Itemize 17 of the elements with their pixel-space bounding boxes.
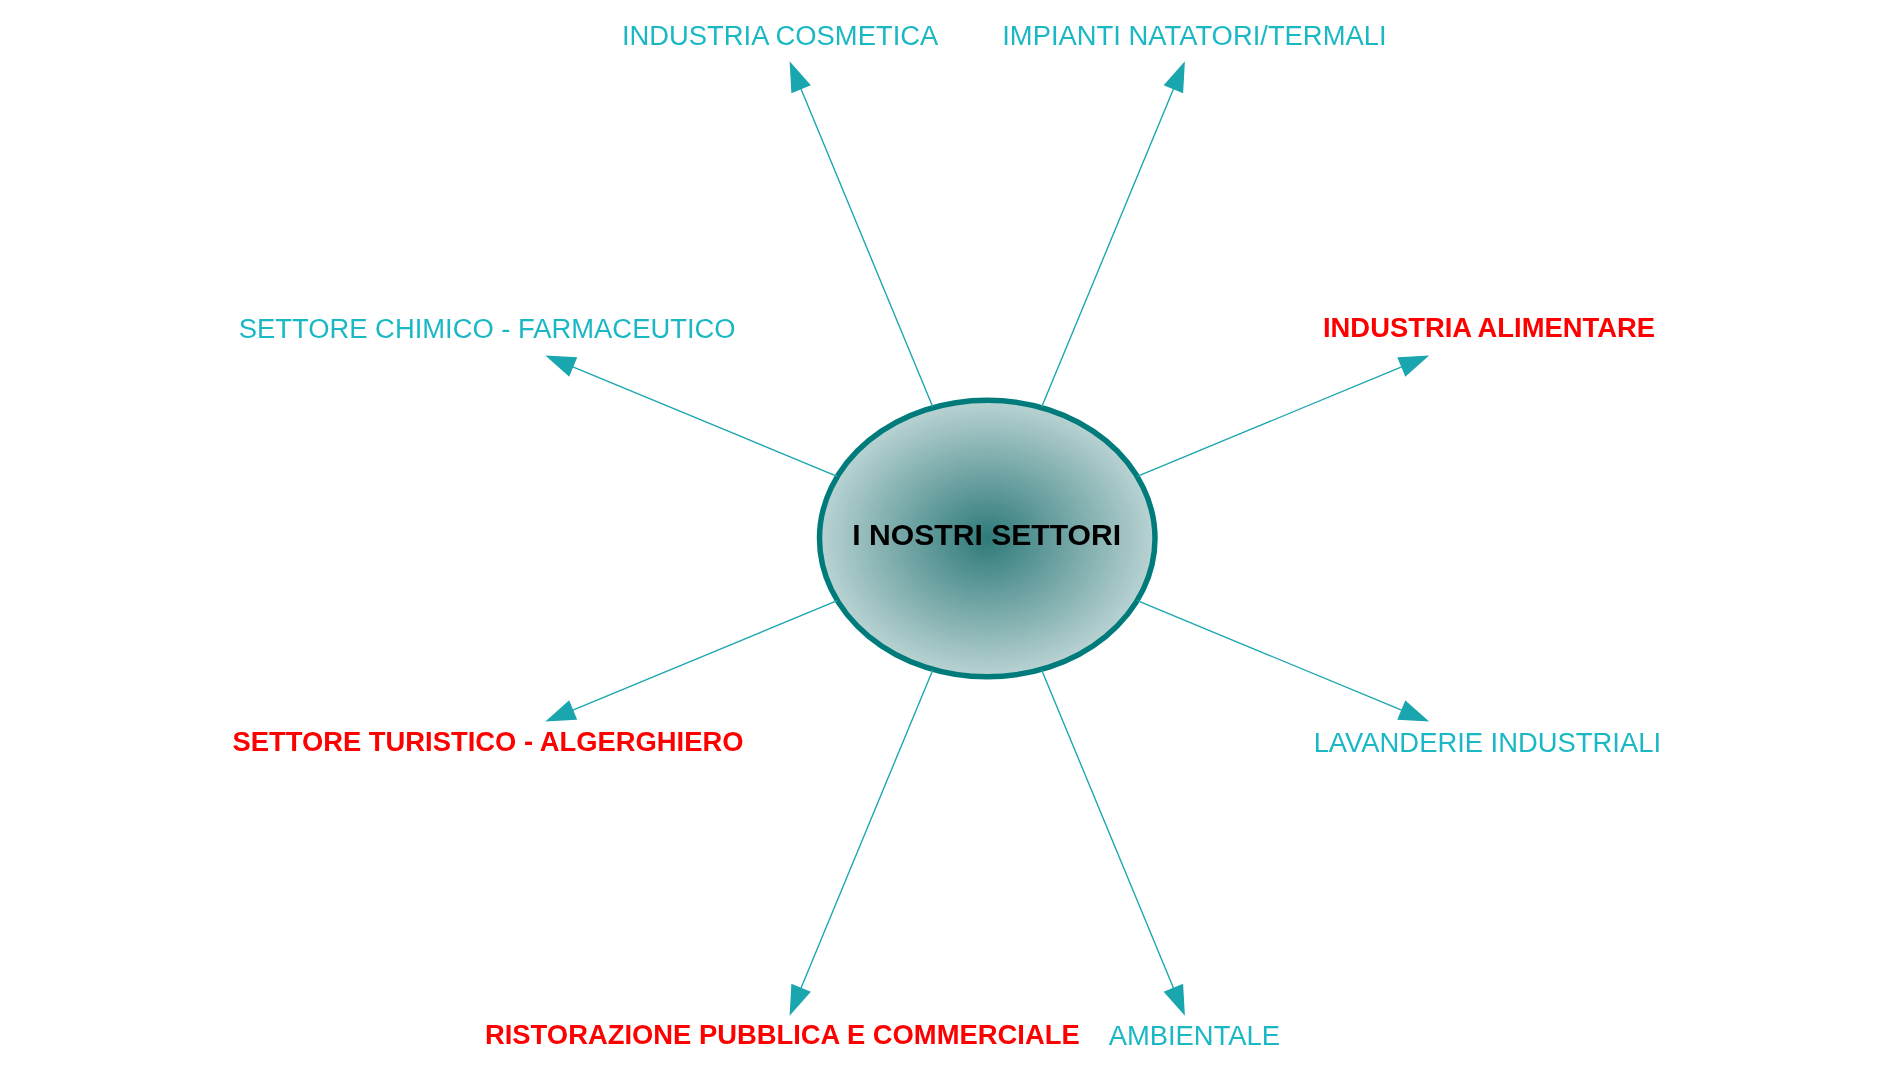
node-text: INDUSTRIA ALIMENTARE [1322, 311, 1655, 343]
node-ellipse: I NOSTRI SETTORI [816, 397, 1158, 680]
node-text: AMBIENTALE [1108, 1020, 1280, 1052]
arrow [789, 61, 933, 408]
node-text: LAVANDERIE INDUSTRIALI [1313, 727, 1661, 759]
node-text: IMPIANTI NATATORI/TERMALI [1001, 20, 1387, 52]
node-text: SETTORE TURISTICO - ALGERGHIERO [231, 726, 743, 758]
arrow [544, 599, 838, 722]
node-text: INDUSTRIA COSMETICA [621, 20, 938, 52]
arrow [1040, 61, 1185, 408]
arrow [544, 355, 838, 478]
arrow [1136, 599, 1429, 722]
arrow [789, 669, 933, 1016]
node-text: RISTORAZIONE PUBBLICA E COMMERCIALE [484, 1019, 1080, 1051]
node-text: SETTORE CHIMICO - FARMACEUTICO [238, 313, 736, 345]
arrow [1040, 669, 1185, 1016]
arrow [1136, 355, 1429, 478]
